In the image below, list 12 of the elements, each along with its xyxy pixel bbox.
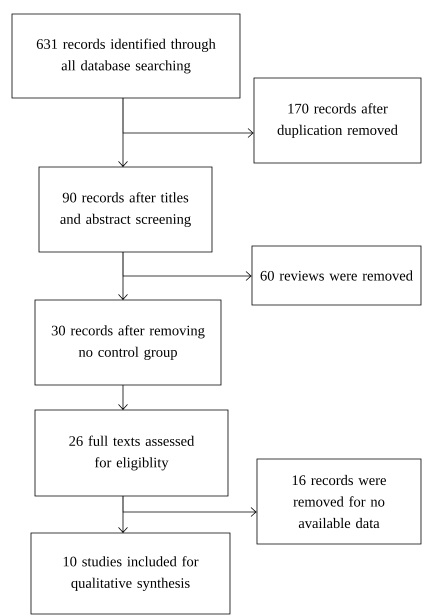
process-box: 90 records after titles and abstract screening — [38, 166, 212, 252]
process-box: 170 records after duplication removed — [254, 78, 422, 164]
process-box: 16 records were removed for no available data — [256, 458, 422, 544]
arrow — [122, 252, 252, 281]
process-box: 10 studies included for qualitative synthesis — [30, 532, 230, 614]
process-box: 631 records identified through all database searching — [12, 14, 240, 98]
arrow — [122, 496, 257, 517]
process-box: 60 reviews were removed — [252, 246, 422, 306]
process-box: 26 full texts assessed for eligiblity — [34, 410, 228, 496]
arrow — [122, 98, 254, 138]
process-box: 30 records after removing no control group — [34, 300, 222, 386]
arrow — [118, 384, 128, 410]
